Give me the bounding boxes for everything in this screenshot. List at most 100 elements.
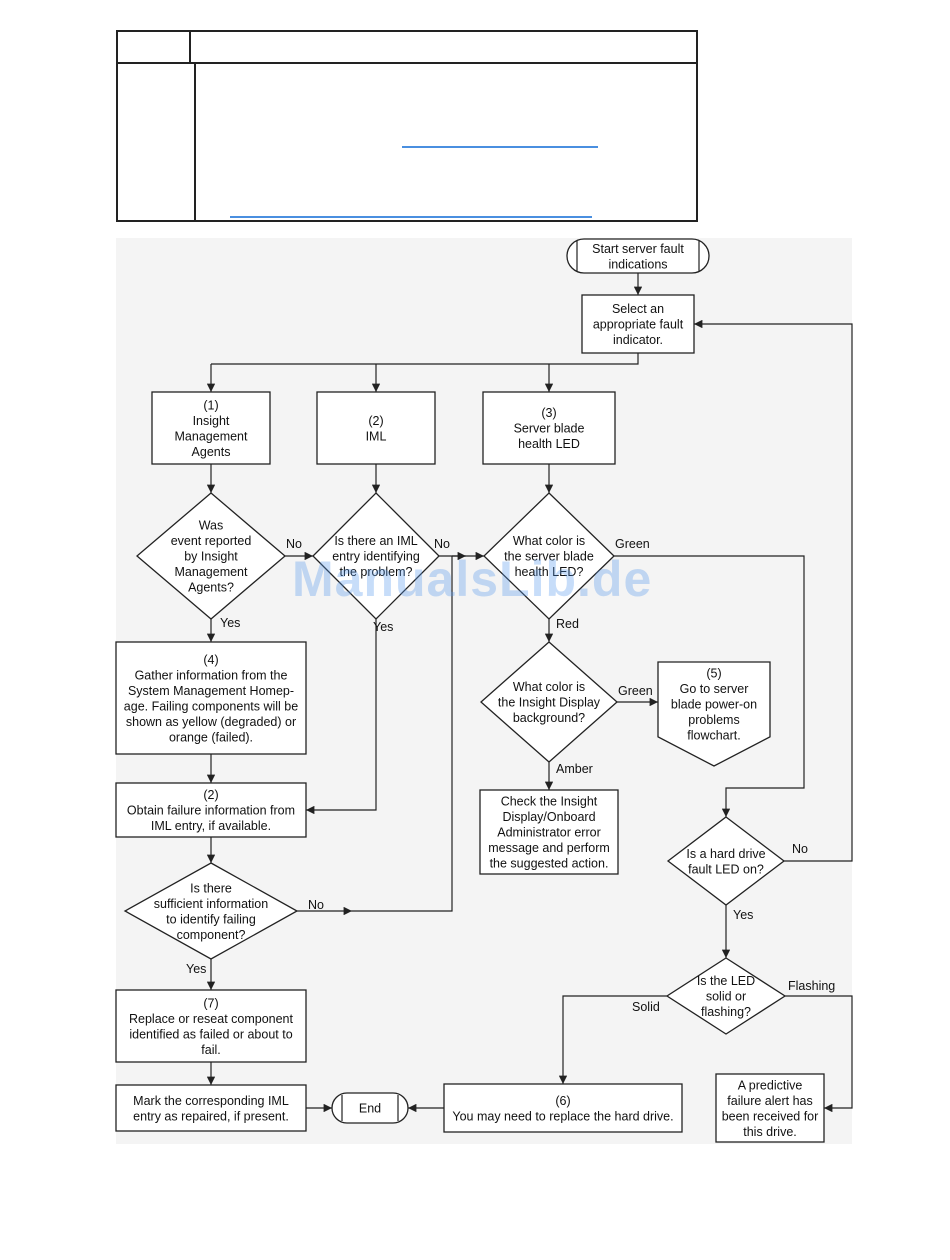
node-text: appropriate fault bbox=[593, 318, 684, 332]
node-text: failure alert has bbox=[727, 1094, 812, 1108]
node-text: indicator. bbox=[613, 333, 663, 347]
node-text: component? bbox=[177, 928, 246, 942]
node-text: Go to server bbox=[680, 682, 749, 696]
edge-label-event-yes: Yes bbox=[220, 616, 240, 630]
node-text: solid or bbox=[706, 990, 746, 1004]
node-text: the Insight Display bbox=[498, 696, 601, 710]
edge-label-iml-yes: Yes bbox=[373, 620, 393, 634]
node-text: to identify failing bbox=[166, 912, 256, 926]
node-text: IML bbox=[366, 429, 387, 443]
edge-label-color-green: Green bbox=[615, 537, 650, 551]
node-text: Check the Insight bbox=[501, 795, 598, 809]
node-n7: (7)Replace or reseat componentidentified… bbox=[115, 989, 307, 1063]
node-text: event reported bbox=[171, 534, 252, 548]
node-text: Display/Onboard bbox=[502, 810, 595, 824]
node-text: entry identifying bbox=[332, 550, 420, 564]
node-text: Administrator error bbox=[497, 826, 601, 840]
node-text: blade power-on bbox=[671, 698, 757, 712]
edge-led-solid bbox=[558, 995, 667, 1084]
node-text: (4) bbox=[203, 653, 218, 667]
node-text: orange (failed). bbox=[169, 730, 253, 744]
edge-label-hdd-no: No bbox=[792, 842, 808, 856]
node-text: (6) bbox=[555, 1094, 570, 1108]
node-text: health LED bbox=[518, 437, 580, 451]
node-text: A predictive bbox=[738, 1078, 803, 1092]
node-text: message and perform bbox=[488, 841, 610, 855]
node-text: (2) bbox=[203, 788, 218, 802]
node-text: IML entry, if available. bbox=[151, 819, 271, 833]
edge-color-green bbox=[614, 555, 805, 817]
node-text: System Management Homep- bbox=[128, 684, 294, 698]
node-text: Was bbox=[199, 519, 224, 533]
edge-label-event-no: No bbox=[286, 537, 302, 551]
node-text: fault LED on? bbox=[688, 862, 764, 876]
node-text: Insight bbox=[193, 414, 230, 428]
node-n2: (2)IML bbox=[316, 391, 436, 465]
edge-label-led-solid: Solid bbox=[632, 1000, 660, 1014]
node-text: indications bbox=[608, 257, 667, 271]
node-text: (1) bbox=[203, 398, 218, 412]
node-text: Select an bbox=[612, 302, 664, 316]
node-check: Check the InsightDisplay/OnboardAdminist… bbox=[479, 789, 619, 875]
node-text: by Insight bbox=[184, 550, 238, 564]
node-text: Agents bbox=[192, 445, 231, 459]
node-text: Is the LED bbox=[697, 974, 755, 988]
node-text: You may need to replace the hard drive. bbox=[452, 1109, 673, 1123]
node-text: entry as repaired, if present. bbox=[133, 1109, 289, 1123]
node-text: (3) bbox=[541, 406, 556, 420]
node-text: Replace or reseat component bbox=[129, 1012, 294, 1026]
edge-label-iml-no: No bbox=[434, 537, 450, 551]
node-text: the suggested action. bbox=[490, 857, 609, 871]
edge-label-hdd-yes: Yes bbox=[733, 908, 753, 922]
hyperlink-underline[interactable] bbox=[230, 216, 592, 218]
node-text: Start server fault bbox=[592, 242, 684, 256]
edge-label-suff-yes: Yes bbox=[186, 962, 206, 976]
node-text: (5) bbox=[706, 667, 721, 681]
node-text: age. Failing components will be bbox=[124, 699, 298, 713]
node-text: (7) bbox=[203, 996, 218, 1010]
node-text: sufficient information bbox=[154, 897, 268, 911]
node-text: Is there an IML bbox=[334, 534, 417, 548]
node-n6: (6)You may need to replace the hard driv… bbox=[443, 1083, 683, 1133]
node-text: the server blade bbox=[504, 550, 594, 564]
edge-label-suff-no: No bbox=[308, 898, 324, 912]
node-text: Management bbox=[175, 429, 248, 443]
node-text: End bbox=[359, 1102, 381, 1116]
node-text: Server blade bbox=[514, 422, 585, 436]
edge-iml-yes bbox=[306, 619, 377, 815]
table-column-divider bbox=[189, 32, 191, 62]
table-column-divider bbox=[194, 62, 196, 220]
reference-table bbox=[116, 30, 698, 222]
node-text: Gather information from the bbox=[135, 668, 288, 682]
node-text: health LED? bbox=[515, 565, 584, 579]
node-text: What color is bbox=[513, 680, 585, 694]
node-text: Agents? bbox=[188, 581, 234, 595]
node-text: Management bbox=[175, 565, 248, 579]
table-header-row bbox=[118, 32, 696, 64]
hyperlink-underline[interactable] bbox=[402, 146, 598, 148]
node-text: Mark the corresponding IML bbox=[133, 1094, 289, 1108]
node-text: Obtain failure information from bbox=[127, 804, 295, 818]
node-end: End bbox=[331, 1092, 409, 1124]
edge-label-led-flashing: Flashing bbox=[788, 979, 835, 993]
edge-label-insight-amber: Amber bbox=[556, 762, 593, 776]
node-text: Is there bbox=[190, 881, 232, 895]
node-text: What color is bbox=[513, 534, 585, 548]
node-text: problems bbox=[688, 713, 739, 727]
node-text: flashing? bbox=[701, 1005, 751, 1019]
node-text: this drive. bbox=[743, 1125, 797, 1139]
